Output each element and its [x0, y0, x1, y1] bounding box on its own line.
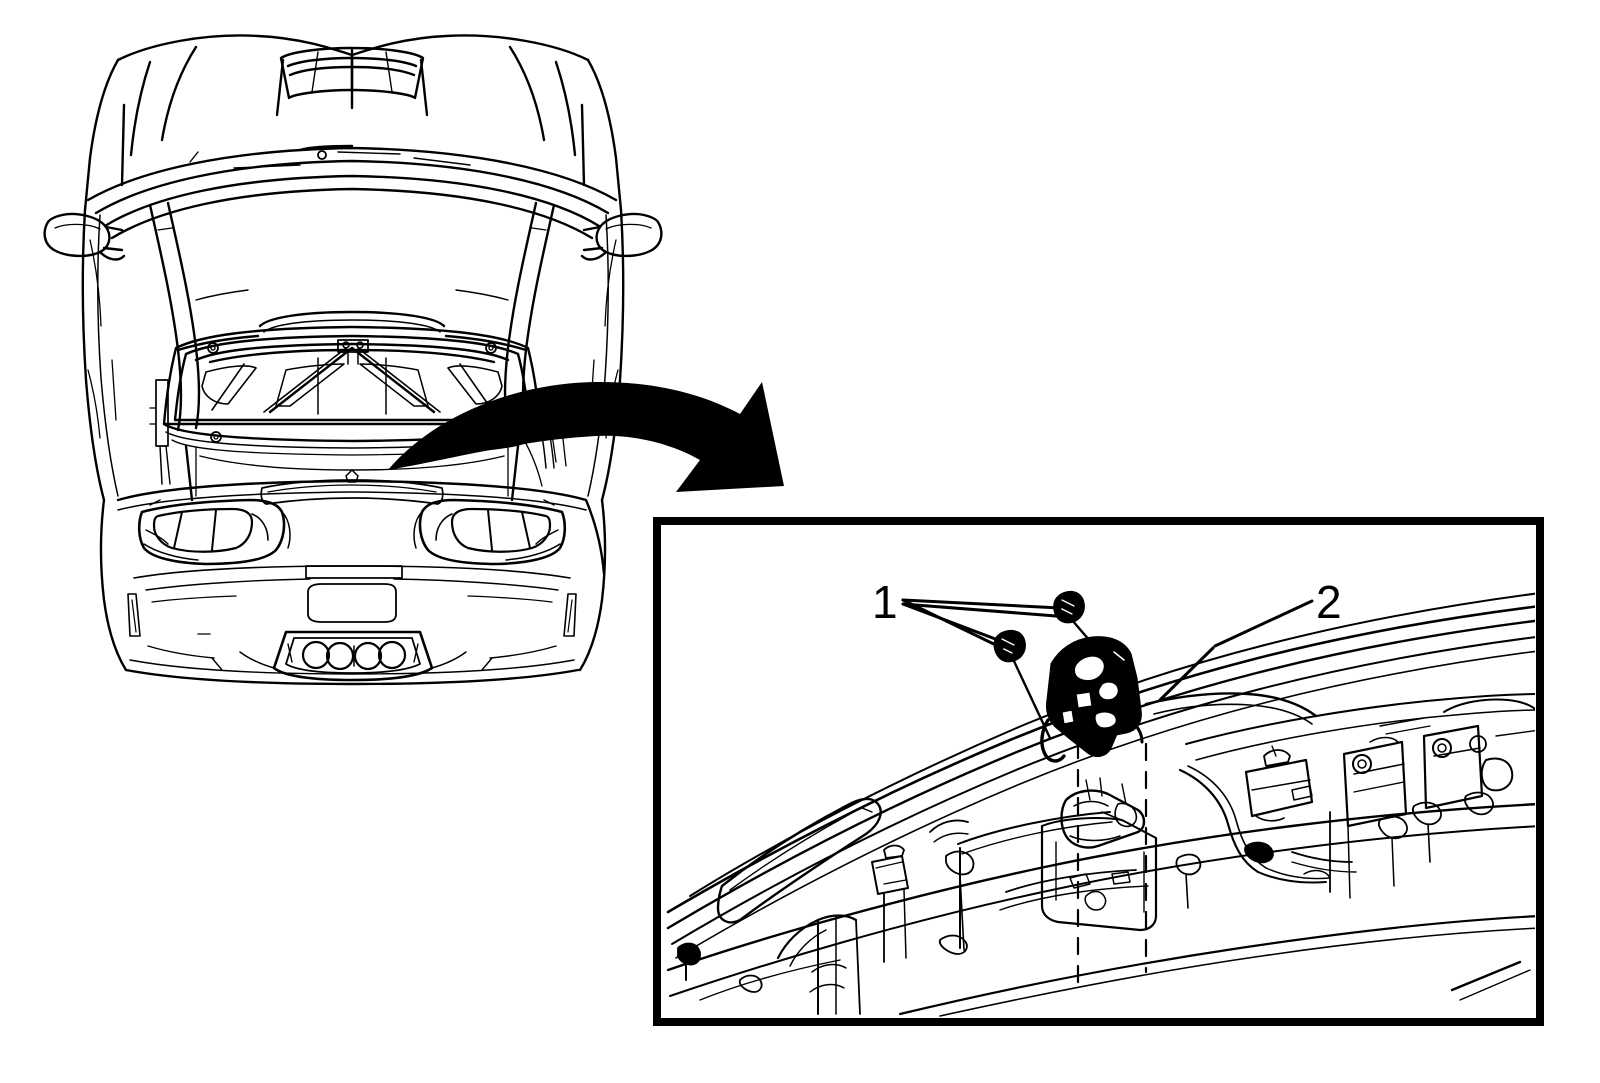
detail-zoom-arrow: [388, 382, 784, 492]
latch-striker-bracket: [1040, 636, 1144, 763]
rear-bumper-fascia: [99, 469, 607, 686]
callout-leaders: [901, 598, 1314, 702]
callout-number-1: 1: [872, 576, 898, 628]
tail-lamp-left: [137, 498, 291, 566]
wiring-harness: [1175, 765, 1357, 909]
detail-box-border: [653, 517, 1544, 1026]
vehicle-rear-overview: [43, 34, 663, 686]
rear-window-opening: [86, 144, 618, 240]
weatherstrip-seal: [666, 592, 1535, 959]
callout-number-2: 2: [1316, 576, 1342, 628]
bolt-lower-left: [993, 629, 1052, 740]
electrical-connector-module: [1244, 745, 1314, 822]
roof-panel: [83, 34, 623, 212]
roof-center-vent: [275, 46, 429, 117]
bolt-upper-right: [1053, 590, 1098, 650]
upper-right-body-lines: [1185, 693, 1535, 761]
rear-diffuser-exhaust: [239, 630, 467, 682]
body-side-outline: [81, 208, 625, 502]
side-mirror-right: [580, 212, 663, 261]
body-opening-inner-edge: [957, 811, 1149, 949]
dashed-centerlines: [1076, 740, 1148, 992]
left-body-structure: [677, 914, 861, 1015]
harness-retainer-left: [871, 819, 975, 963]
right-body-brackets: [1303, 724, 1514, 899]
deck-lid-inner-structure: [162, 310, 542, 426]
striker-mounting-bolts: [993, 590, 1098, 740]
detail-box-contents: [666, 590, 1535, 1017]
tail-lamp-right: [413, 498, 567, 566]
side-mirror-left: [43, 212, 126, 261]
lower-fascia-details: [127, 565, 577, 671]
latch-striker-detail-inset: [653, 517, 1544, 1026]
